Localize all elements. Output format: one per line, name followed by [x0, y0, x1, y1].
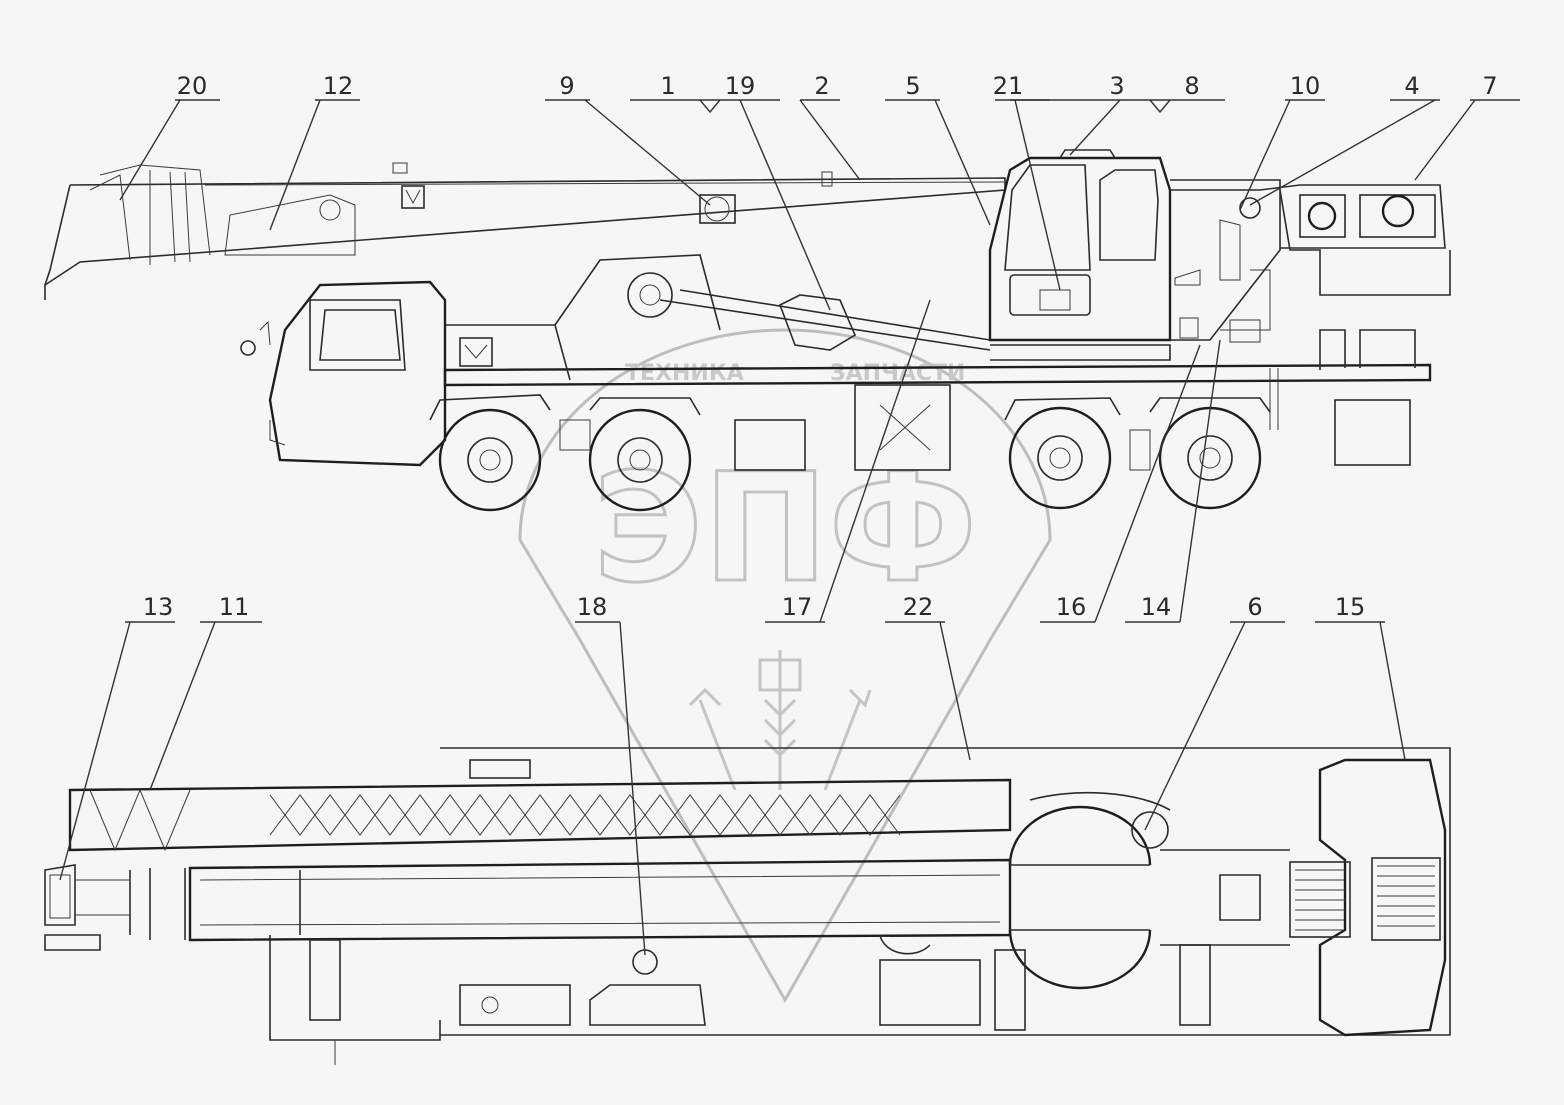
- slewing-drive-19: [778, 294, 857, 351]
- crane-plan-view: [44, 747, 1451, 1065]
- callout-7: 7: [1482, 72, 1497, 100]
- callout-15: 15: [1335, 593, 1366, 621]
- watermark-wheat-icon: [688, 650, 872, 791]
- counterweight-15: [1318, 758, 1447, 1037]
- boom-cylinder-pivot: [627, 272, 673, 318]
- callout-13: 13: [143, 593, 174, 621]
- watermark-left-word: ТЕХНИКА: [625, 361, 744, 386]
- callout-20: 20: [177, 72, 208, 100]
- callout-8: 8: [1184, 72, 1199, 100]
- callout-labels: 20 12 9 1 19 2 5 21 3 8 10 4 7 13 11 18 …: [143, 72, 1498, 621]
- callout-9: 9: [559, 72, 574, 100]
- boom-head-13: [44, 864, 76, 926]
- lattice-jib-11: [68, 778, 1012, 852]
- callout-17: 17: [782, 593, 813, 621]
- counterweight-pulley: [1307, 201, 1337, 231]
- main-boom: [44, 177, 1006, 300]
- callout-4: 4: [1404, 72, 1419, 100]
- tank-18: [589, 984, 706, 1026]
- truck-cab: [268, 280, 447, 467]
- crane-side-view: [44, 149, 1451, 512]
- boom-winch-9: [699, 194, 736, 224]
- callout-1: 1: [660, 72, 675, 100]
- watermark-logo-text: ЭПФ: [593, 442, 977, 616]
- watermark-shield: [518, 328, 1052, 1004]
- callout-21: 21: [993, 72, 1024, 100]
- callout-11: 11: [219, 593, 250, 621]
- callout-18: 18: [577, 593, 608, 621]
- callout-22: 22: [903, 593, 934, 621]
- callout-3: 3: [1109, 72, 1124, 100]
- callout-5: 5: [905, 72, 920, 100]
- turntable-6: [1008, 805, 1152, 866]
- hoist-winch-7: [1381, 194, 1415, 228]
- callout-6: 6: [1247, 593, 1262, 621]
- telescopic-boom: [188, 858, 1012, 942]
- callout-16: 16: [1056, 593, 1087, 621]
- wheel-set: [438, 406, 1262, 512]
- operator-cab: [988, 156, 1172, 342]
- boom-badge: [401, 185, 425, 209]
- plan-outline: [440, 747, 1451, 1036]
- leader-lines: [59, 99, 1520, 956]
- callout-2: 2: [814, 72, 829, 100]
- callout-14: 14: [1141, 593, 1172, 621]
- callout-10: 10: [1290, 72, 1321, 100]
- superstructure: [1170, 179, 1281, 341]
- callout-19: 19: [725, 72, 756, 100]
- callout-12: 12: [323, 72, 354, 100]
- jib-unit: [224, 194, 356, 256]
